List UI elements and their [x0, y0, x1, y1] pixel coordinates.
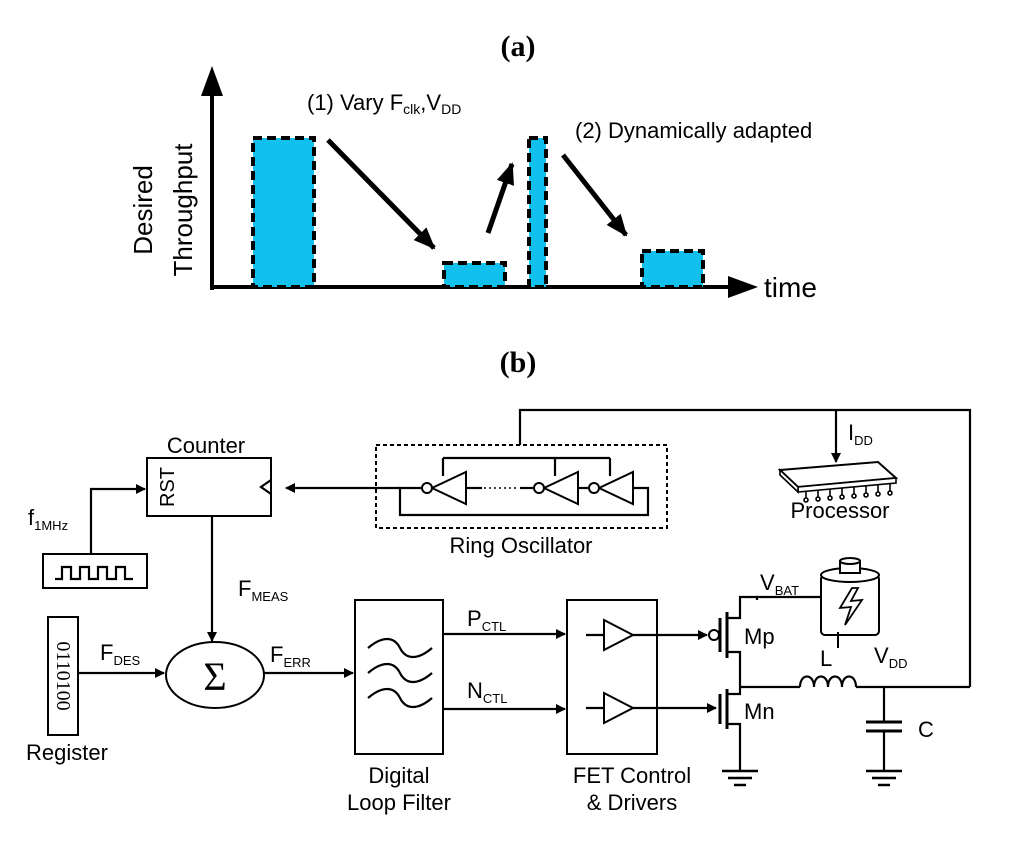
- v-bat-label: VBAT: [760, 570, 799, 598]
- filter-wave-icon-3: [367, 687, 433, 709]
- ring-feedback-loop: [398, 486, 650, 517]
- register-block: [47, 616, 79, 736]
- f-err-label: FERR: [270, 642, 311, 670]
- filter-wave-icon-1: [367, 637, 433, 659]
- inductor-label: L: [820, 646, 832, 671]
- counter-block: [146, 457, 272, 517]
- mn-source-wire: [727, 722, 742, 771]
- digital-loop-filter: [354, 599, 444, 755]
- fet-label-2: & Drivers: [587, 790, 677, 815]
- filter-wave-icon-2: [367, 662, 433, 684]
- y-axis-label-line2: Throughput: [168, 143, 198, 277]
- panel-a-caption: (a): [501, 30, 536, 63]
- sum-symbol: Σ: [203, 654, 226, 699]
- capacitor-label: C: [918, 717, 934, 742]
- inductor: [798, 675, 858, 688]
- register-bits: 0110100: [52, 641, 74, 710]
- throughput-pulse-4: [640, 249, 705, 289]
- square-wave-icon: [55, 565, 133, 581]
- inverter-2-icon: [533, 470, 579, 506]
- y-axis-arrowhead: [201, 66, 223, 96]
- processor-label: Processor: [790, 498, 889, 523]
- f-meas-label: FMEAS: [238, 576, 289, 604]
- panel-b: (b) Counter RST f1MHz 0110100 Register F…: [26, 346, 972, 815]
- p-ctl-label: PCTL: [467, 606, 506, 634]
- clock-source: [42, 553, 148, 589]
- arrow-decrease-2: [561, 153, 628, 237]
- inverter-1-icon: [421, 470, 467, 506]
- mp-drain-wire: [727, 650, 742, 687]
- n-ctl-label: NCTL: [467, 678, 507, 706]
- v-dd-label: VDD: [874, 643, 907, 671]
- throughput-pulse-3: [527, 136, 548, 289]
- processor-chip-icon: [777, 460, 899, 503]
- ring-oscillator-boundary: [375, 444, 668, 529]
- f-des-label: FDES: [100, 640, 141, 668]
- mn-label: Mn: [744, 699, 775, 724]
- x-axis-label: time: [764, 272, 817, 303]
- arrow-increase: [485, 162, 515, 234]
- loop-filter-label-1: Digital: [368, 763, 429, 788]
- counter-title: Counter: [167, 433, 245, 458]
- register-label: Register: [26, 740, 108, 765]
- vdd-feedback-wire: [518, 408, 972, 687]
- y-axis-label-line1: Desired: [128, 165, 158, 255]
- throughput-pulse-1: [251, 136, 316, 289]
- panel-a: (a) Desired Throughput time (1) Vary Fcl…: [128, 30, 817, 303]
- annotation-vary: (1) Vary Fclk,VDD: [307, 90, 461, 117]
- loop-filter-label-2: Loop Filter: [347, 790, 451, 815]
- clock-wire: [89, 484, 146, 554]
- arrow-decrease-1: [326, 138, 436, 250]
- fet-label-1: FET Control: [573, 763, 691, 788]
- panel-b-caption: (b): [500, 346, 537, 379]
- mn-drain-wire: [727, 687, 742, 696]
- inverter-3-icon: [588, 470, 634, 506]
- summing-junction: [165, 641, 265, 709]
- counter-rst-pin: RST: [157, 467, 179, 507]
- throughput-pulse-2: [442, 261, 507, 289]
- clock-label: f1MHz: [28, 505, 68, 533]
- mp-source-wire: [727, 595, 759, 620]
- annotation-adapted: (2) Dynamically adapted: [575, 118, 812, 143]
- battery-icon: [820, 557, 880, 648]
- counter-clock-pin: [259, 479, 272, 495]
- mp-label: Mp: [744, 624, 775, 649]
- x-axis-arrowhead: [728, 276, 758, 298]
- i-dd-label: IDD: [848, 420, 873, 448]
- ring-oscillator-label: Ring Oscillator: [449, 533, 592, 558]
- mp-gate-bubble: [708, 629, 720, 641]
